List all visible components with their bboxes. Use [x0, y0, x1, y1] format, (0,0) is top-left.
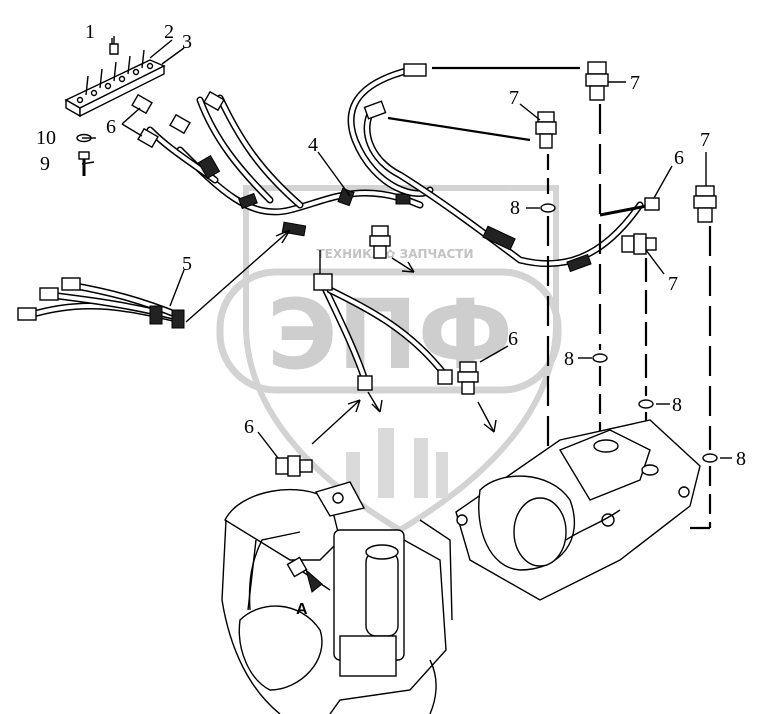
- callout-4: 4: [308, 134, 318, 156]
- bolt-icon: [109, 36, 119, 55]
- callout-8-b: 8: [564, 348, 574, 370]
- o-ring-icons: [540, 203, 718, 463]
- fitting-icon-6b: [457, 361, 479, 395]
- direction-arrows: [311, 257, 497, 445]
- watermark-columns-icon: [346, 428, 448, 498]
- view-marker-label: A: [296, 601, 308, 618]
- fitting-icon-6c: [275, 455, 313, 477]
- fitting-icon-7d: [693, 185, 717, 223]
- callout-7-top: 7: [630, 72, 640, 94]
- hose-upper: [347, 63, 644, 273]
- wire-harness-5: [17, 229, 291, 329]
- watermark-tagline: ТЕХНИКА ✿ ЗАПЧАСТИ: [316, 247, 473, 261]
- fitting-icon-7b: [535, 111, 557, 149]
- fitting-icon-7c: [621, 233, 657, 255]
- hose-middle: [313, 250, 453, 391]
- transmission-housing: [455, 419, 701, 601]
- leader-lines: [81, 38, 732, 459]
- terminal-block: [64, 49, 166, 118]
- callout-9: 9: [40, 153, 50, 175]
- callout-1: 1: [85, 21, 95, 43]
- callout-3: 3: [182, 31, 192, 53]
- callout-6-left: 6: [106, 116, 116, 138]
- callout-10: 10: [36, 127, 56, 149]
- callout-6-right: 6: [674, 147, 684, 169]
- callout-5: 5: [182, 253, 192, 275]
- callout-7-upper: 7: [509, 87, 519, 109]
- callout-8-d: 8: [736, 448, 746, 470]
- callout-2: 2: [164, 21, 174, 43]
- view-marker: A: [296, 568, 323, 618]
- engine-assembly: [221, 481, 453, 714]
- screw-icon: [78, 151, 90, 176]
- callout-6-middle: 6: [508, 328, 518, 350]
- fitting-icon-7a: [585, 61, 609, 101]
- hose-right-6: [599, 197, 660, 217]
- callouts: 1 2 3 4 5 6 6 6 6 7 7 7 7 8 8 8 8 9 10: [36, 21, 746, 470]
- callout-7-far-right: 7: [700, 129, 710, 151]
- fitting-icon-6a: [369, 225, 391, 259]
- wire-harness-4: [131, 90, 424, 237]
- callout-8-a: 8: [510, 197, 520, 219]
- callout-6-bottom: 6: [244, 416, 254, 438]
- callout-7-right: 7: [668, 273, 678, 295]
- callout-8-c: 8: [672, 394, 682, 416]
